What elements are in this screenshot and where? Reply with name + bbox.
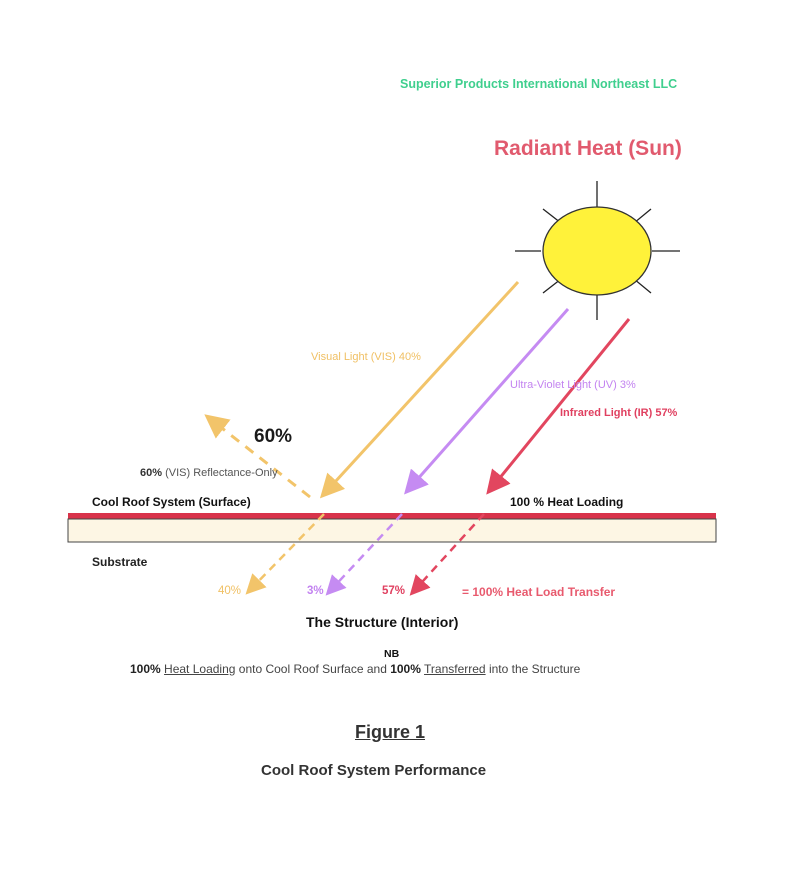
transmitted-infrared-label: 57% (382, 585, 406, 597)
note-heading: NB (384, 648, 400, 660)
transmitted-infrared-ray (409, 513, 485, 596)
transmitted-uv-ray (325, 513, 403, 596)
reflected-light-ray (204, 414, 311, 499)
reflectance-label: 60% (VIS) Reflectance-Only (140, 467, 278, 479)
uv-light-label: Ultra-Violet Light (UV) 3% (510, 379, 636, 391)
transmitted-uv-label: 3% (307, 585, 324, 597)
company-name: Superior Products International Northeas… (400, 77, 678, 91)
surface-label: Cool Roof System (Surface) (92, 495, 251, 509)
substrate-layer (67, 518, 717, 543)
uv-light-ray (404, 308, 570, 495)
visible-light-ray (319, 280, 520, 499)
figure-caption: Cool Roof System Performance (261, 762, 487, 779)
note-text: 100% Heat Loading onto Cool Roof Surface… (130, 662, 581, 676)
visible-light-label: Visual Light (VIS) 40% (311, 351, 421, 363)
infrared-light-label: Infrared Light (IR) 57% (560, 407, 678, 419)
substrate-label: Substrate (92, 555, 148, 569)
figure-label: Figure 1 (355, 722, 426, 742)
diagram-title: Radiant Heat (Sun) (494, 137, 682, 160)
transmitted-visible-label: 40% (218, 585, 242, 597)
infrared-light-ray (486, 318, 631, 495)
reflectance-percent: 60% (254, 426, 293, 447)
transmitted-visible-ray (245, 513, 325, 595)
heat-loading-label: 100 % Heat Loading (510, 495, 624, 509)
heat-transfer-label: = 100% Heat Load Transfer (462, 585, 616, 599)
roof-surface-layer (68, 513, 716, 519)
structure-label: The Structure (Interior) (306, 614, 459, 630)
sun-icon (515, 181, 680, 320)
